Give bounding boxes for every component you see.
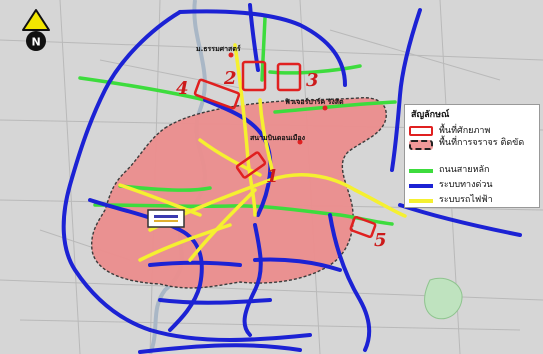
yellow-line-icon bbox=[409, 199, 433, 203]
place-label-plaza: ฟิวเจอร์ปาร์ค รังสิต bbox=[284, 97, 344, 106]
area-number-4: 4 bbox=[176, 78, 189, 99]
place-marker-plaza bbox=[322, 105, 328, 111]
place-marker-univ bbox=[228, 52, 234, 58]
green-line-icon bbox=[409, 169, 433, 173]
congestion-area-icon bbox=[409, 140, 433, 150]
compass-letter: N bbox=[32, 36, 41, 49]
potential-area-3[interactable] bbox=[276, 62, 302, 92]
legend-item-expressway: ระบบทางด่วน bbox=[409, 177, 535, 192]
potential-area-4[interactable] bbox=[193, 78, 241, 110]
potential-area-2[interactable] bbox=[241, 60, 267, 92]
legend-label: พื้นที่การจราจร ติดขัด bbox=[439, 138, 525, 148]
legend-label: ระบบทางด่วน bbox=[439, 179, 493, 190]
place-label-terminal: สนามบินดอนเมือง bbox=[250, 134, 306, 142]
legend-item-congestion: พื้นที่การจราจร ติดขัด bbox=[409, 138, 535, 162]
area-number-1: 1 bbox=[266, 166, 279, 187]
legend-title: สัญลักษณ์ bbox=[411, 110, 450, 120]
north-arrow-icon: N bbox=[22, 9, 50, 51]
potential-area-1[interactable] bbox=[235, 151, 267, 179]
station-marker[interactable] bbox=[147, 209, 185, 228]
legend-item-potential: พื้นที่ศักยภาพ bbox=[409, 123, 535, 138]
potential-area-5[interactable] bbox=[349, 215, 377, 239]
area-number-5: 5 bbox=[374, 230, 387, 251]
park-area bbox=[424, 277, 463, 320]
area-number-3: 3 bbox=[306, 70, 319, 91]
blue-line-icon bbox=[409, 184, 433, 188]
area-number-2: 2 bbox=[223, 68, 237, 89]
legend-item-main-road: ถนนสายหลัก bbox=[409, 162, 535, 177]
legend-label: ระบบรถไฟฟ้า bbox=[439, 194, 493, 205]
legend-item-rail: ระบบรถไฟฟ้า bbox=[409, 192, 535, 207]
place-marker-terminal bbox=[297, 139, 303, 145]
red-box-icon bbox=[409, 125, 433, 136]
place-label-univ: ม.ธรรมศาสตร์ bbox=[196, 44, 241, 53]
legend-label: ถนนสายหลัก bbox=[439, 164, 490, 175]
map-legend: สัญลักษณ์ พื้นที่ศักยภาพ พื้นที่การจราจร… bbox=[404, 104, 540, 208]
potential-areas bbox=[193, 60, 377, 239]
legend-label: พื้นที่ศักยภาพ bbox=[439, 125, 491, 136]
